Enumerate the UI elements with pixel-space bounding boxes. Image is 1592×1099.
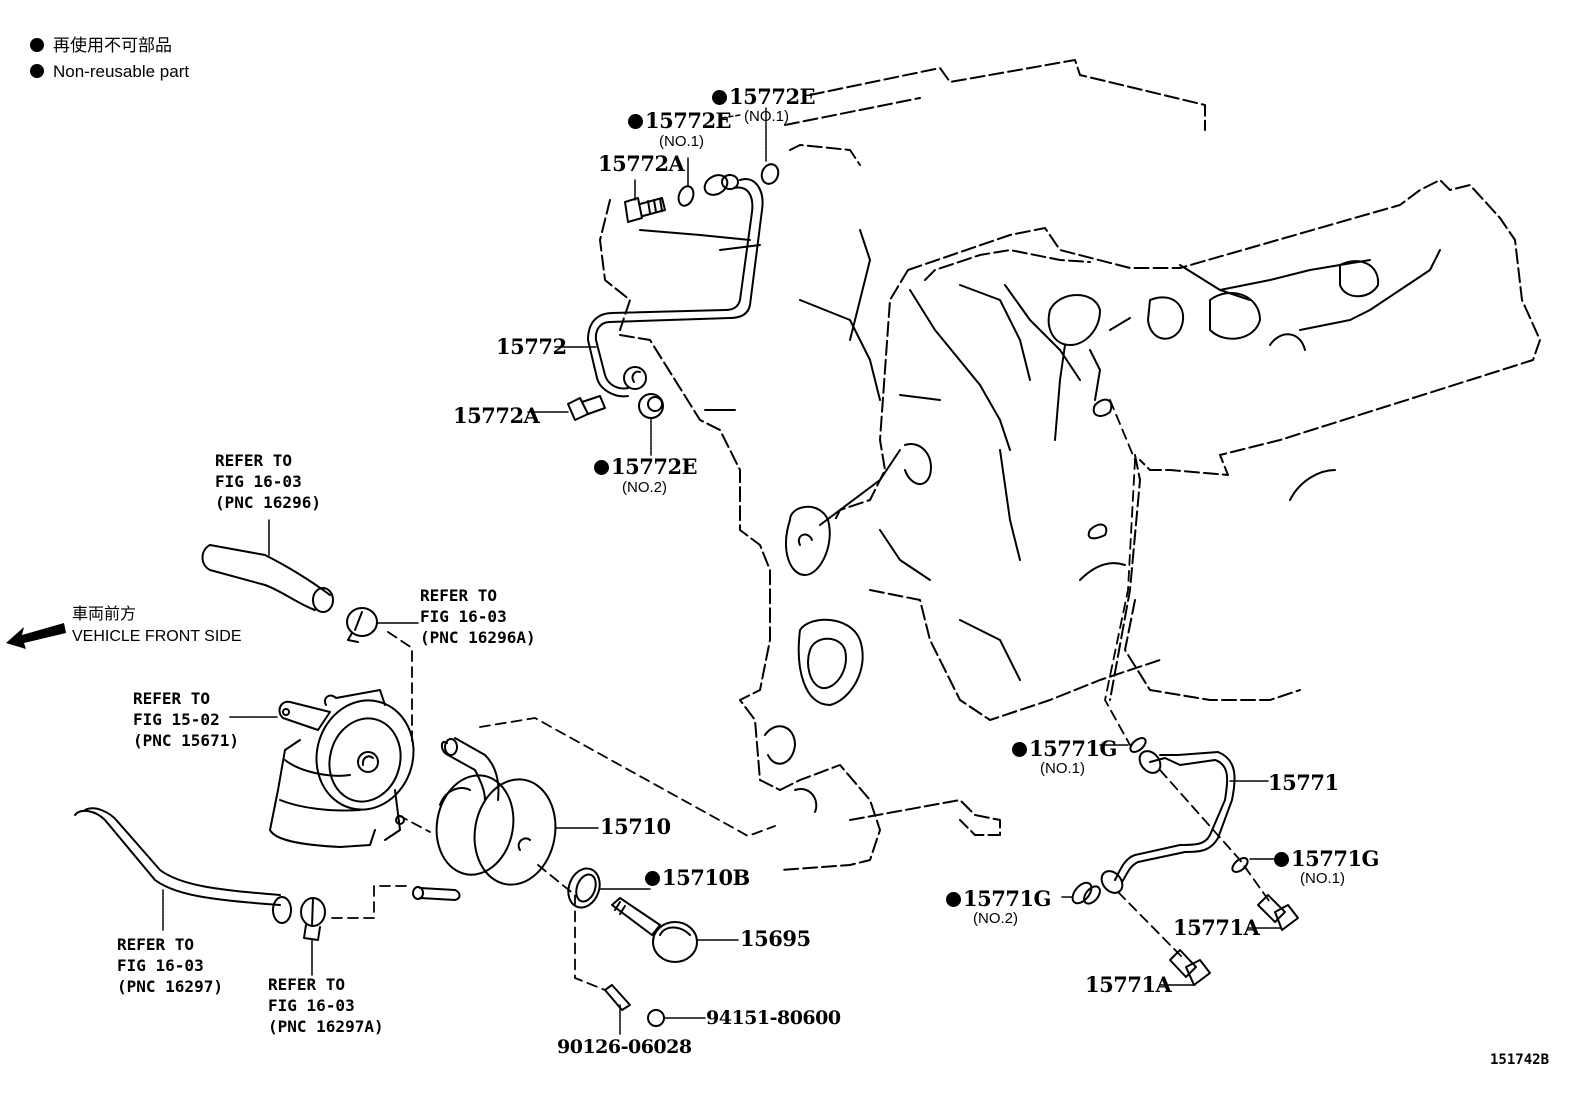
routing-dashes-lower	[331, 631, 776, 991]
legend: 再使用不可部品 Non-reusable part	[30, 33, 189, 85]
nut-94151-80600	[647, 1009, 706, 1027]
non-reusable-dot-icon	[628, 114, 643, 129]
part-sub-15771g-no2: (NO.2)	[973, 910, 1018, 927]
reference-pnc-16297[interactable]: REFER TO FIG 16-03 (PNC 16297)	[117, 935, 223, 996]
part-label-15710b[interactable]: 15710B	[645, 867, 750, 888]
part-label-15772e-top[interactable]: 15772E	[712, 86, 816, 107]
stud-90126-06028	[604, 984, 631, 1036]
gasket-15771g-right	[1231, 857, 1276, 873]
banjo-bolt-15772a-top	[624, 197, 666, 223]
part-label-15771[interactable]: 15771	[1268, 770, 1339, 795]
non-reusable-dot-icon	[645, 871, 660, 886]
oil-pipe-15771	[1100, 750, 1269, 894]
arrow-left-icon	[6, 623, 66, 649]
part-sub-15772e-top: (NO.1)	[744, 108, 789, 125]
gasket-15771g-no2	[1061, 881, 1101, 905]
legend-item-en: Non-reusable part	[30, 59, 189, 85]
leader-lines-upper	[527, 107, 767, 456]
reference-pnc-16297a[interactable]: REFER TO FIG 16-03 (PNC 16297A)	[268, 975, 384, 1036]
clamp-16296a	[346, 607, 419, 643]
part-label-15771a-lower[interactable]: 15771A	[1085, 972, 1172, 997]
part-label-15772e-bottom[interactable]: 15772E	[594, 456, 698, 477]
engine-details	[639, 229, 1441, 813]
non-reusable-dot-icon	[1274, 852, 1289, 867]
non-reusable-dot-icon	[1012, 742, 1027, 757]
part-label-15772a-top[interactable]: 15772A	[598, 151, 685, 176]
part-label-15710[interactable]: 15710	[600, 814, 671, 839]
part-label-15771g-right[interactable]: 15771G	[1274, 848, 1380, 869]
union-bolt-15695	[611, 897, 739, 963]
non-reusable-dot-icon	[30, 38, 44, 52]
vehicle-front-label: 車両前方 VEHICLE FRONT SIDE	[72, 606, 242, 645]
part-sub-15772e-bottom: (NO.2)	[622, 479, 667, 496]
part-label-15772e-mid[interactable]: 15772E	[628, 110, 732, 131]
reference-pnc-16296a[interactable]: REFER TO FIG 16-03 (PNC 16296A)	[420, 586, 536, 647]
non-reusable-dot-icon	[946, 892, 961, 907]
part-label-15772[interactable]: 15772	[496, 334, 567, 359]
part-label-15695[interactable]: 15695	[740, 926, 811, 951]
hose-16297	[74, 807, 292, 931]
part-label-15771a-upper[interactable]: 15771A	[1173, 915, 1260, 940]
routing-dashes-right	[1104, 399, 1273, 961]
reference-pnc-15671[interactable]: REFER TO FIG 15-02 (PNC 15671)	[133, 689, 239, 750]
clamp-16297a	[300, 897, 326, 976]
banjo-bolt-15772a-bottom	[567, 395, 606, 421]
part-sub-15771g-left: (NO.1)	[1040, 760, 1085, 777]
part-label-15771g-left[interactable]: 15771G	[1012, 738, 1118, 759]
gasket-15771g-left	[1099, 737, 1147, 753]
bolt-15771a-upper	[1247, 894, 1299, 931]
gasket-15772e-mid	[677, 185, 695, 207]
part-label-15771g-no2[interactable]: 15771G	[946, 888, 1052, 909]
part-label-15772a-bottom[interactable]: 15772A	[453, 403, 540, 428]
non-reusable-dot-icon	[712, 90, 727, 105]
part-sub-15772e-mid: (NO.1)	[659, 133, 704, 150]
o-ring-15710b	[567, 867, 651, 909]
oil-cooler-15710	[412, 737, 599, 901]
figure-id: 151742B	[1490, 1052, 1550, 1068]
gasket-15772e-bottom	[638, 393, 664, 419]
legend-item-jp: 再使用不可部品	[30, 33, 189, 59]
non-reusable-dot-icon	[594, 460, 609, 475]
gasket-15772e-top	[760, 163, 780, 185]
oil-pipe-15772	[587, 174, 764, 398]
bolt-15771a-lower	[1159, 949, 1211, 986]
hose-16296	[201, 519, 334, 613]
part-label-94151-80600[interactable]: 94151-80600	[706, 1007, 841, 1029]
oil-filter-bracket	[229, 689, 415, 848]
part-label-90126-06028[interactable]: 90126-06028	[557, 1036, 692, 1058]
non-reusable-dot-icon	[30, 64, 44, 78]
part-sub-15771g-right: (NO.1)	[1300, 870, 1345, 887]
reference-pnc-16296[interactable]: REFER TO FIG 16-03 (PNC 16296)	[215, 451, 321, 512]
